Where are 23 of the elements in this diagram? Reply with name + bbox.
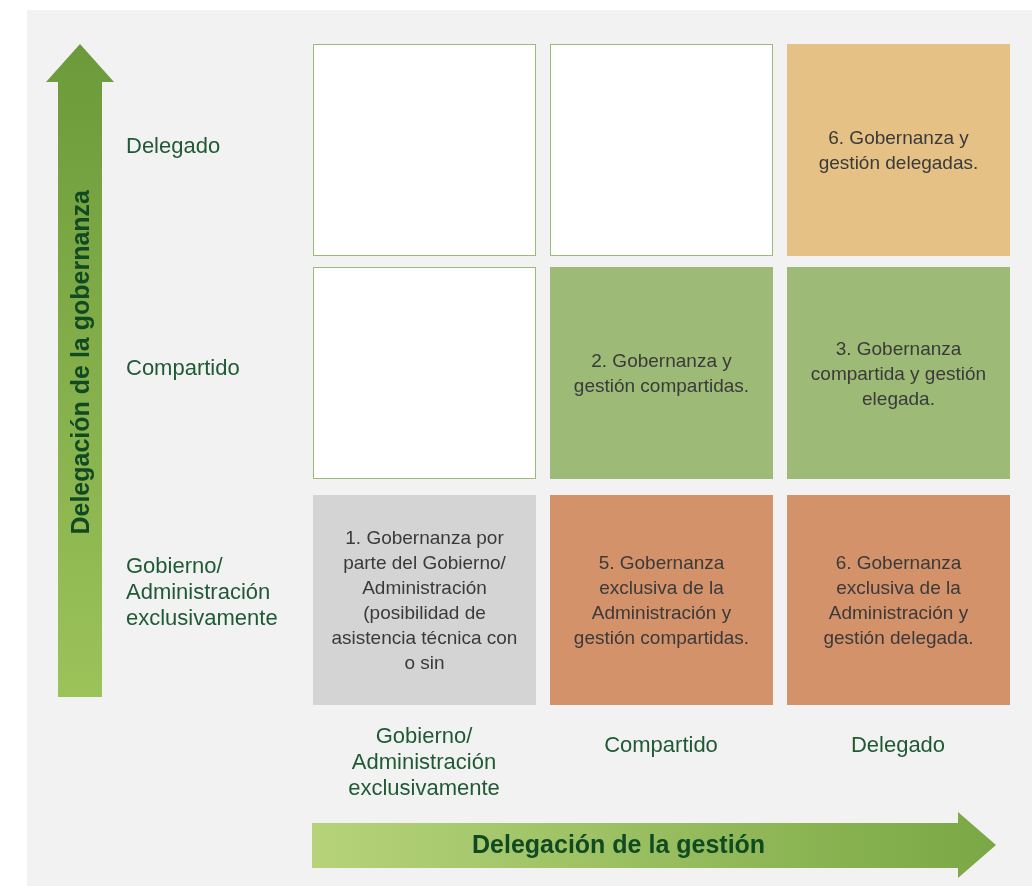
cell-text: 5. Gobernanza exclusiva de la Administración y gestión compartidas. xyxy=(572,551,751,650)
matrix-cell xyxy=(787,495,1010,705)
row-label: Gobierno/ Administración exclusivamente xyxy=(126,553,279,631)
matrix-cell xyxy=(313,267,536,479)
cell-text: 1. Gobernanza por parte del Gobierno/ Administración (posibilidad de asistencia técnica con o sin xyxy=(330,526,519,675)
axis-title: Delegación de la gestión xyxy=(472,830,766,859)
matrix-cell xyxy=(787,267,1010,479)
cell-text: 3. Gobernanza compartida y gestión elegada. xyxy=(809,336,988,411)
matrix-cell xyxy=(550,495,773,705)
row-label: Delegado xyxy=(126,133,222,159)
column-label: Gobierno/ Administración exclusivamente xyxy=(347,723,501,801)
matrix-cell xyxy=(550,44,773,256)
axis-title: Delegación de la gobernanza xyxy=(66,190,95,535)
matrix-cell xyxy=(313,495,536,705)
column-label: Compartido xyxy=(603,732,719,758)
matrix-cell xyxy=(313,44,536,256)
cell-text: 6. Gobernanza exclusiva de la Administración y gestión delegada. xyxy=(822,551,975,650)
column-label: Delegado xyxy=(849,732,947,758)
matrix-cell xyxy=(787,44,1010,256)
cell-text: 2. Gobernanza y gestión compartidas. xyxy=(572,349,751,398)
matrix-cell xyxy=(550,267,773,479)
row-label: Compartido xyxy=(126,355,241,381)
cell-text: 6. Gobernanza y gestión delegadas. xyxy=(817,126,980,175)
